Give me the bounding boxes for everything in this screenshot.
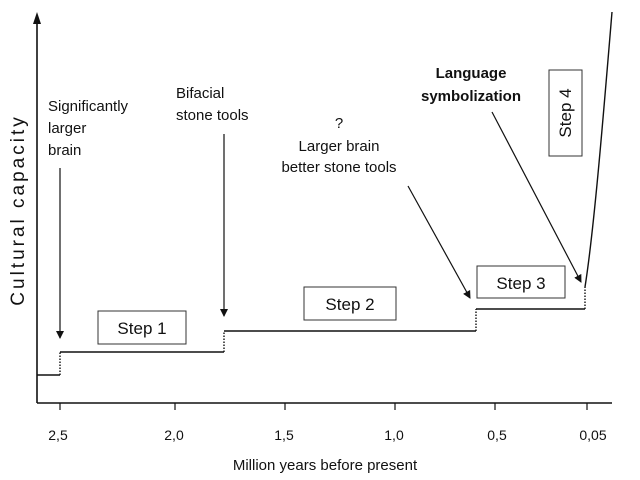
annotation-question-line-2: better stone tools [281,159,396,176]
y-axis-arrowhead [33,12,41,24]
x-tick-label: 0,05 [579,427,606,443]
x-tick-label: 1,5 [274,427,294,443]
capacity-step-line [37,308,585,376]
step-4-label: Step 4 [556,88,575,137]
arrow-language [491,111,582,283]
annotation-brain-line-3: brain [48,142,81,159]
x-axis-title: Million years before present [233,457,418,474]
step-1-box [97,310,187,345]
annotation-language-line-2: symbolization [421,88,521,105]
annotation-brain-line-1: Significantly [48,98,129,115]
step-risers [59,287,586,375]
annotation-tools-line-1: Bifacial [176,85,224,102]
x-ticks [59,403,588,410]
step-3-label: Step 3 [496,274,545,293]
x-tick-label: 0,5 [487,427,507,443]
x-tick-label: 2,0 [164,427,184,443]
step-2-label: Step 2 [325,295,374,314]
step-3-box [476,265,566,299]
annotation-question-mark: ? [335,115,343,132]
step-2-box [303,286,397,321]
step-1-label: Step 1 [117,319,166,338]
step-4-box [548,69,583,157]
arrow-question [407,185,471,299]
y-axis-title: Cultural capacity [8,114,29,305]
annotation-tools-line-2: stone tools [176,107,249,124]
annotation-brain-line-2: larger [48,120,86,137]
x-tick-label: 2,5 [48,427,68,443]
capacity-final-rise [584,11,613,288]
annotation-language-line-1: Language [436,65,507,82]
x-tick-label: 1,0 [384,427,404,443]
annotation-question-line-1: Larger brain [299,138,380,155]
